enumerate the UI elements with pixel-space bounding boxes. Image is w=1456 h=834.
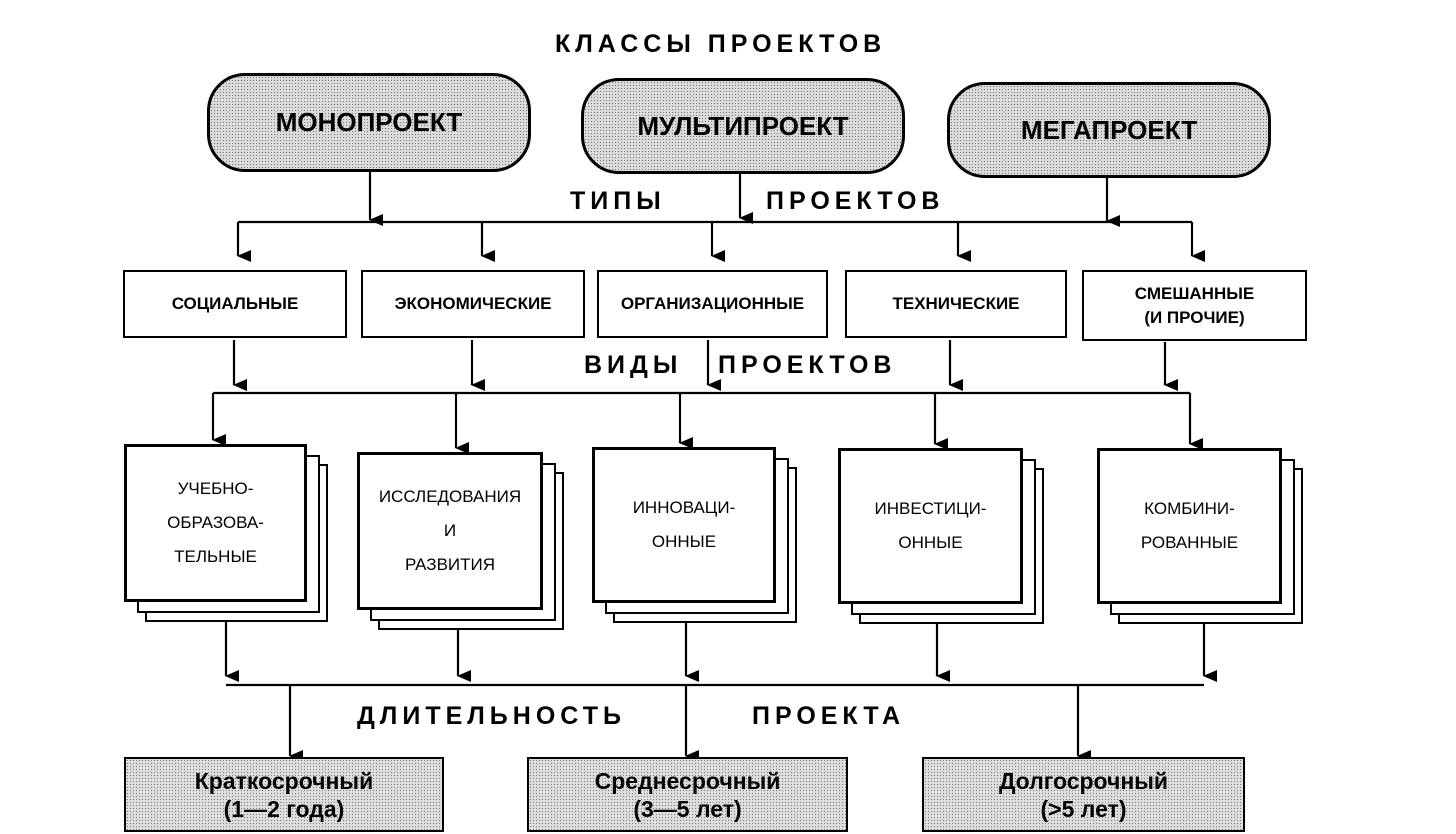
type-box-mixed: СМЕШАННЫЕ (И ПРОЧИЕ) xyxy=(1082,270,1307,341)
duration-box-short: Краткосрочный (1—2 года) xyxy=(124,757,444,832)
type-box-organizational: ОРГАНИЗАЦИОННЫЕ xyxy=(597,270,828,338)
duration-range: (>5 лет) xyxy=(1040,795,1127,822)
class-label: МУЛЬТИПРОЕКТ xyxy=(637,110,849,141)
type-box-economic: ЭКОНОМИЧЕСКИЕ xyxy=(361,270,585,338)
duration-name: Краткосрочный xyxy=(194,767,374,794)
kind-label: ИССЛЕДОВАНИЯ И РАЗВИТИЯ xyxy=(378,487,522,574)
title-duration-left: ДЛИТЕЛЬНОСТЬ xyxy=(357,702,626,730)
duration-range: (1—2 года) xyxy=(223,795,345,822)
title-kinds-right: ПРОЕКТОВ xyxy=(718,351,897,379)
duration-name: Долгосрочный xyxy=(998,767,1169,794)
class-label: МЕГАПРОЕКТ xyxy=(1020,114,1198,145)
class-box-monoproject: МОНОПРОЕКТ xyxy=(207,73,531,172)
kind-stack-educational: УЧЕБНО- ОБРАЗОВА- ТЕЛЬНЫЕ xyxy=(124,444,328,622)
type-label: СМЕШАННЫЕ (И ПРОЧИЕ) xyxy=(1134,283,1255,327)
type-label: ТЕХНИЧЕСКИЕ xyxy=(892,294,1020,313)
title-kinds-left: ВИДЫ xyxy=(584,351,683,379)
title-types-left: ТИПЫ xyxy=(570,187,666,215)
kind-label: КОМБИНИ- РОВАННЫЕ xyxy=(1140,499,1239,552)
kind-label: ИННОВАЦИ- ОННЫЕ xyxy=(632,498,736,551)
title-project-classes: КЛАССЫ ПРОЕКТОВ xyxy=(555,30,887,58)
class-box-multiproject: МУЛЬТИПРОЕКТ xyxy=(581,78,905,174)
kind-box-research: ИССЛЕДОВАНИЯ И РАЗВИТИЯ xyxy=(357,452,543,610)
type-box-social: СОЦИАЛЬНЫЕ xyxy=(123,270,347,338)
class-label: МОНОПРОЕКТ xyxy=(275,107,463,137)
kind-stack-combined: КОМБИНИ- РОВАННЫЕ xyxy=(1097,448,1303,624)
kind-stack-research: ИССЛЕДОВАНИЯ И РАЗВИТИЯ xyxy=(357,452,564,630)
kind-box-educational: УЧЕБНО- ОБРАЗОВА- ТЕЛЬНЫЕ xyxy=(124,444,307,602)
kind-box-combined: КОМБИНИ- РОВАННЫЕ xyxy=(1097,448,1282,604)
duration-box-long: Долгосрочный (>5 лет) xyxy=(922,757,1245,832)
title-types-right: ПРОЕКТОВ xyxy=(766,187,945,215)
class-box-megaproject: МЕГАПРОЕКТ xyxy=(947,82,1271,178)
type-label: ОРГАНИЗАЦИОННЫЕ xyxy=(620,294,805,313)
type-label: ЭКОНОМИЧЕСКИЕ xyxy=(394,294,552,313)
duration-name: Среднесрочный xyxy=(594,767,781,794)
kind-label: УЧЕБНО- ОБРАЗОВА- ТЕЛЬНЫЕ xyxy=(167,479,264,566)
kind-box-innovation: ИННОВАЦИ- ОННЫЕ xyxy=(592,447,776,603)
kind-label: ИНВЕСТИЦИ- ОННЫЕ xyxy=(874,499,987,552)
duration-box-medium: Среднесрочный (3—5 лет) xyxy=(527,757,848,832)
type-box-technical: ТЕХНИЧЕСКИЕ xyxy=(845,270,1067,338)
kind-stack-investment: ИНВЕСТИЦИ- ОННЫЕ xyxy=(838,448,1044,624)
duration-range: (3—5 лет) xyxy=(633,795,742,822)
title-duration-right: ПРОЕКТА xyxy=(752,702,906,730)
type-label: СОЦИАЛЬНЫЕ xyxy=(171,294,299,313)
kind-box-investment: ИНВЕСТИЦИ- ОННЫЕ xyxy=(838,448,1023,604)
kind-stack-innovation: ИННОВАЦИ- ОННЫЕ xyxy=(592,447,797,623)
